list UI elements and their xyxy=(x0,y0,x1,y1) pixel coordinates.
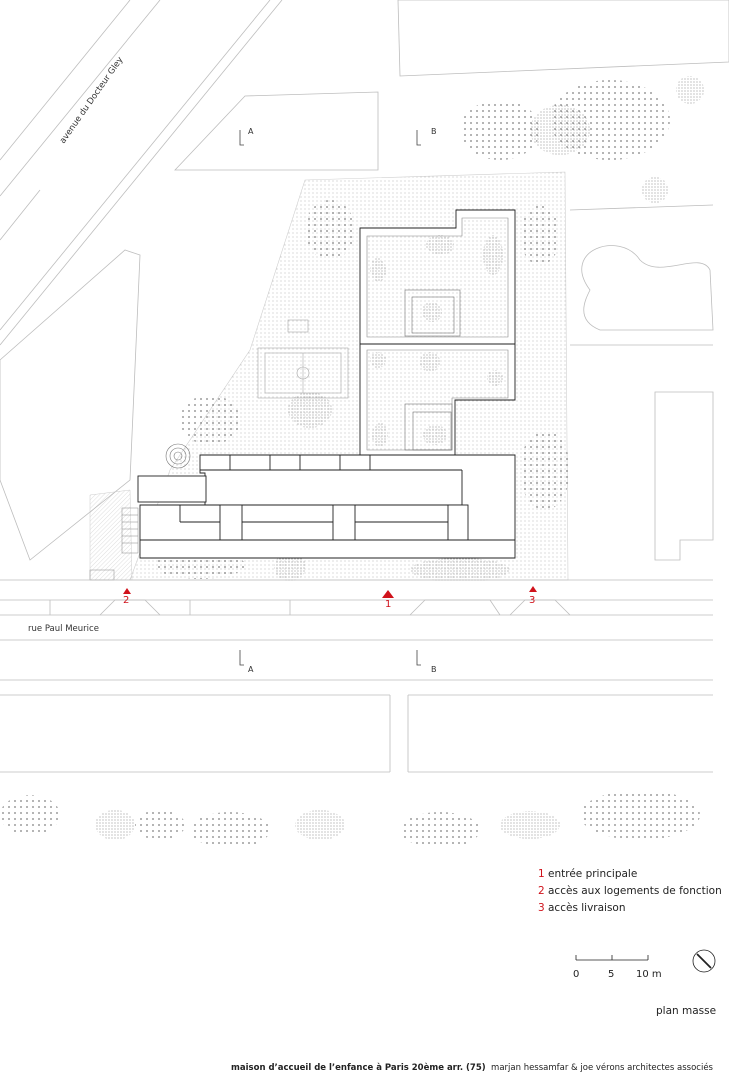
footer-project: maison d’accueil de l’enfance à Paris 20… xyxy=(231,1063,486,1073)
access-number-2: 2 xyxy=(123,595,130,606)
avenue-street-lines xyxy=(0,0,283,346)
rue-label: rue Paul Meurice xyxy=(28,624,99,634)
access-triangles xyxy=(123,586,537,598)
existing-buildings xyxy=(0,0,729,561)
scale-label-10: 10 m xyxy=(636,969,662,980)
legend-text: accès livraison xyxy=(548,902,626,914)
access-marker-1 xyxy=(382,590,394,598)
rue-street-lines xyxy=(0,579,713,773)
main-building xyxy=(137,454,516,559)
access-number-1: 1 xyxy=(385,599,392,610)
spiral-garden xyxy=(165,443,191,469)
plan-title: plan masse xyxy=(656,1005,717,1017)
access-number-3: 3 xyxy=(529,595,536,606)
legend-number: 3 xyxy=(538,902,545,914)
scale-label-0: 0 xyxy=(573,969,580,980)
access-marker-3 xyxy=(529,586,537,592)
footer-architects: marjan hessamfar & joe vérons architecte… xyxy=(491,1063,713,1073)
scale-label-5: 5 xyxy=(608,969,615,980)
section-marks xyxy=(239,130,421,666)
section-b-top-label: B xyxy=(431,127,437,136)
courtyard-trees xyxy=(370,235,503,447)
north-arrow-icon xyxy=(692,949,716,973)
west-path xyxy=(89,489,133,581)
access-marker-2 xyxy=(123,588,131,594)
footer: maison d’accueil de l’enfance à Paris 20… xyxy=(231,1063,713,1073)
section-a-top-label: A xyxy=(248,127,254,136)
section-a-bottom-label: A xyxy=(248,665,254,674)
legend-number: 2 xyxy=(538,885,545,897)
section-b-bottom-label: B xyxy=(431,665,437,674)
legend-number: 1 xyxy=(538,868,545,880)
legend-text: entrée principale xyxy=(548,868,638,880)
legend-text: accès aux logements de fonction xyxy=(548,885,722,897)
scale-bar xyxy=(575,955,649,961)
courtyard-wing xyxy=(359,209,516,456)
